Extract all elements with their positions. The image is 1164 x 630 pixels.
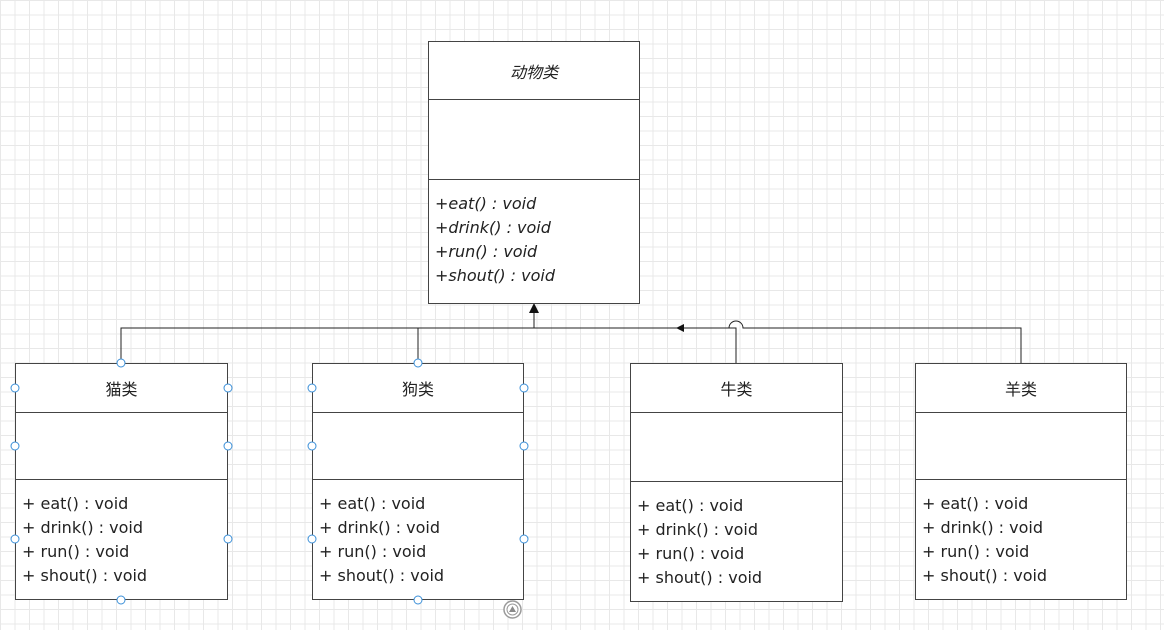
class-box-dog[interactable]: 狗类 + eat() : void + drink() : void + run… <box>312 363 524 600</box>
class-name-dog: 狗类 <box>313 364 523 413</box>
operation-sheep-drink: + drink() : void <box>922 518 1043 537</box>
resize-handle-cat-right-middle[interactable] <box>223 441 233 451</box>
operations-compartment-cat: + eat() : void + drink() : void + run() … <box>16 480 227 599</box>
resize-handle-dog-right-middle[interactable] <box>519 441 529 451</box>
operations-compartment-animal: +eat() : void +drink() : void +run() : v… <box>429 180 639 303</box>
resize-handle-cat-right-lower[interactable] <box>223 534 233 544</box>
resize-handle-dog-right-upper[interactable] <box>519 383 529 393</box>
attributes-compartment-cow <box>631 413 842 482</box>
operation-cow-shout: + shout() : void <box>637 568 763 587</box>
direction-arrow-marker <box>676 324 684 332</box>
operation-dog-eat: + eat() : void <box>319 494 426 513</box>
operation-cow-eat: + eat() : void <box>637 496 744 515</box>
class-box-sheep[interactable]: 羊类 + eat() : void + drink() : void + run… <box>915 363 1127 600</box>
class-name-sheep: 羊类 <box>916 364 1126 413</box>
attributes-compartment-animal <box>429 100 639 180</box>
attributes-compartment-sheep <box>916 413 1126 480</box>
attributes-compartment-dog <box>313 413 523 480</box>
class-name-cow: 牛类 <box>631 364 842 413</box>
operation-cat-eat: + eat() : void <box>22 494 129 513</box>
operation-dog-drink: + drink() : void <box>319 518 440 537</box>
operation-animal-eat: +eat() : void <box>435 194 537 213</box>
operation-sheep-run: + run() : void <box>922 542 1030 561</box>
operation-animal-shout: +shout() : void <box>435 266 555 285</box>
operation-dog-run: + run() : void <box>319 542 427 561</box>
resize-handle-cat-right-upper[interactable] <box>223 383 233 393</box>
class-box-animal[interactable]: 动物类 +eat() : void +drink() : void +run()… <box>428 41 640 304</box>
expand-arrow-icon[interactable] <box>503 600 522 619</box>
operation-cow-run: + run() : void <box>637 544 745 563</box>
class-name-cat: 猫类 <box>16 364 227 413</box>
resize-handle-cat-bottom[interactable] <box>116 595 126 605</box>
operation-sheep-shout: + shout() : void <box>922 566 1048 585</box>
operation-animal-run: +run() : void <box>435 242 538 261</box>
generalization-arrowhead <box>529 303 539 313</box>
operation-cat-drink: + drink() : void <box>22 518 143 537</box>
resize-handle-dog-bottom[interactable] <box>413 595 423 605</box>
resize-handle-dog-left-upper[interactable] <box>307 383 317 393</box>
operation-cat-shout: + shout() : void <box>22 566 148 585</box>
resize-handle-cat-top[interactable] <box>116 358 126 368</box>
resize-handle-dog-top[interactable] <box>413 358 423 368</box>
resize-handle-dog-left-middle[interactable] <box>307 441 317 451</box>
class-name-animal: 动物类 <box>429 42 639 100</box>
operation-dog-shout: + shout() : void <box>319 566 445 585</box>
connector-cow[interactable] <box>534 327 737 363</box>
operation-cow-drink: + drink() : void <box>637 520 758 539</box>
class-box-cat[interactable]: 猫类 + eat() : void + drink() : void + run… <box>15 363 228 600</box>
resize-handle-dog-left-lower[interactable] <box>307 534 317 544</box>
resize-handle-cat-left-middle[interactable] <box>10 441 20 451</box>
operations-compartment-dog: + eat() : void + drink() : void + run() … <box>313 480 523 599</box>
operations-compartment-sheep: + eat() : void + drink() : void + run() … <box>916 480 1126 599</box>
resize-handle-cat-left-upper[interactable] <box>10 383 20 393</box>
resize-handle-cat-left-lower[interactable] <box>10 534 20 544</box>
attributes-compartment-cat <box>16 413 227 480</box>
resize-handle-dog-right-lower[interactable] <box>519 534 529 544</box>
connector-cat[interactable] <box>120 327 534 363</box>
operation-sheep-eat: + eat() : void <box>922 494 1029 513</box>
connector-sheep[interactable] <box>728 320 1022 363</box>
operations-compartment-cow: + eat() : void + drink() : void + run() … <box>631 482 842 601</box>
operation-cat-run: + run() : void <box>22 542 130 561</box>
operation-animal-drink: +drink() : void <box>435 218 551 237</box>
class-box-cow[interactable]: 牛类 + eat() : void + drink() : void + run… <box>630 363 843 602</box>
